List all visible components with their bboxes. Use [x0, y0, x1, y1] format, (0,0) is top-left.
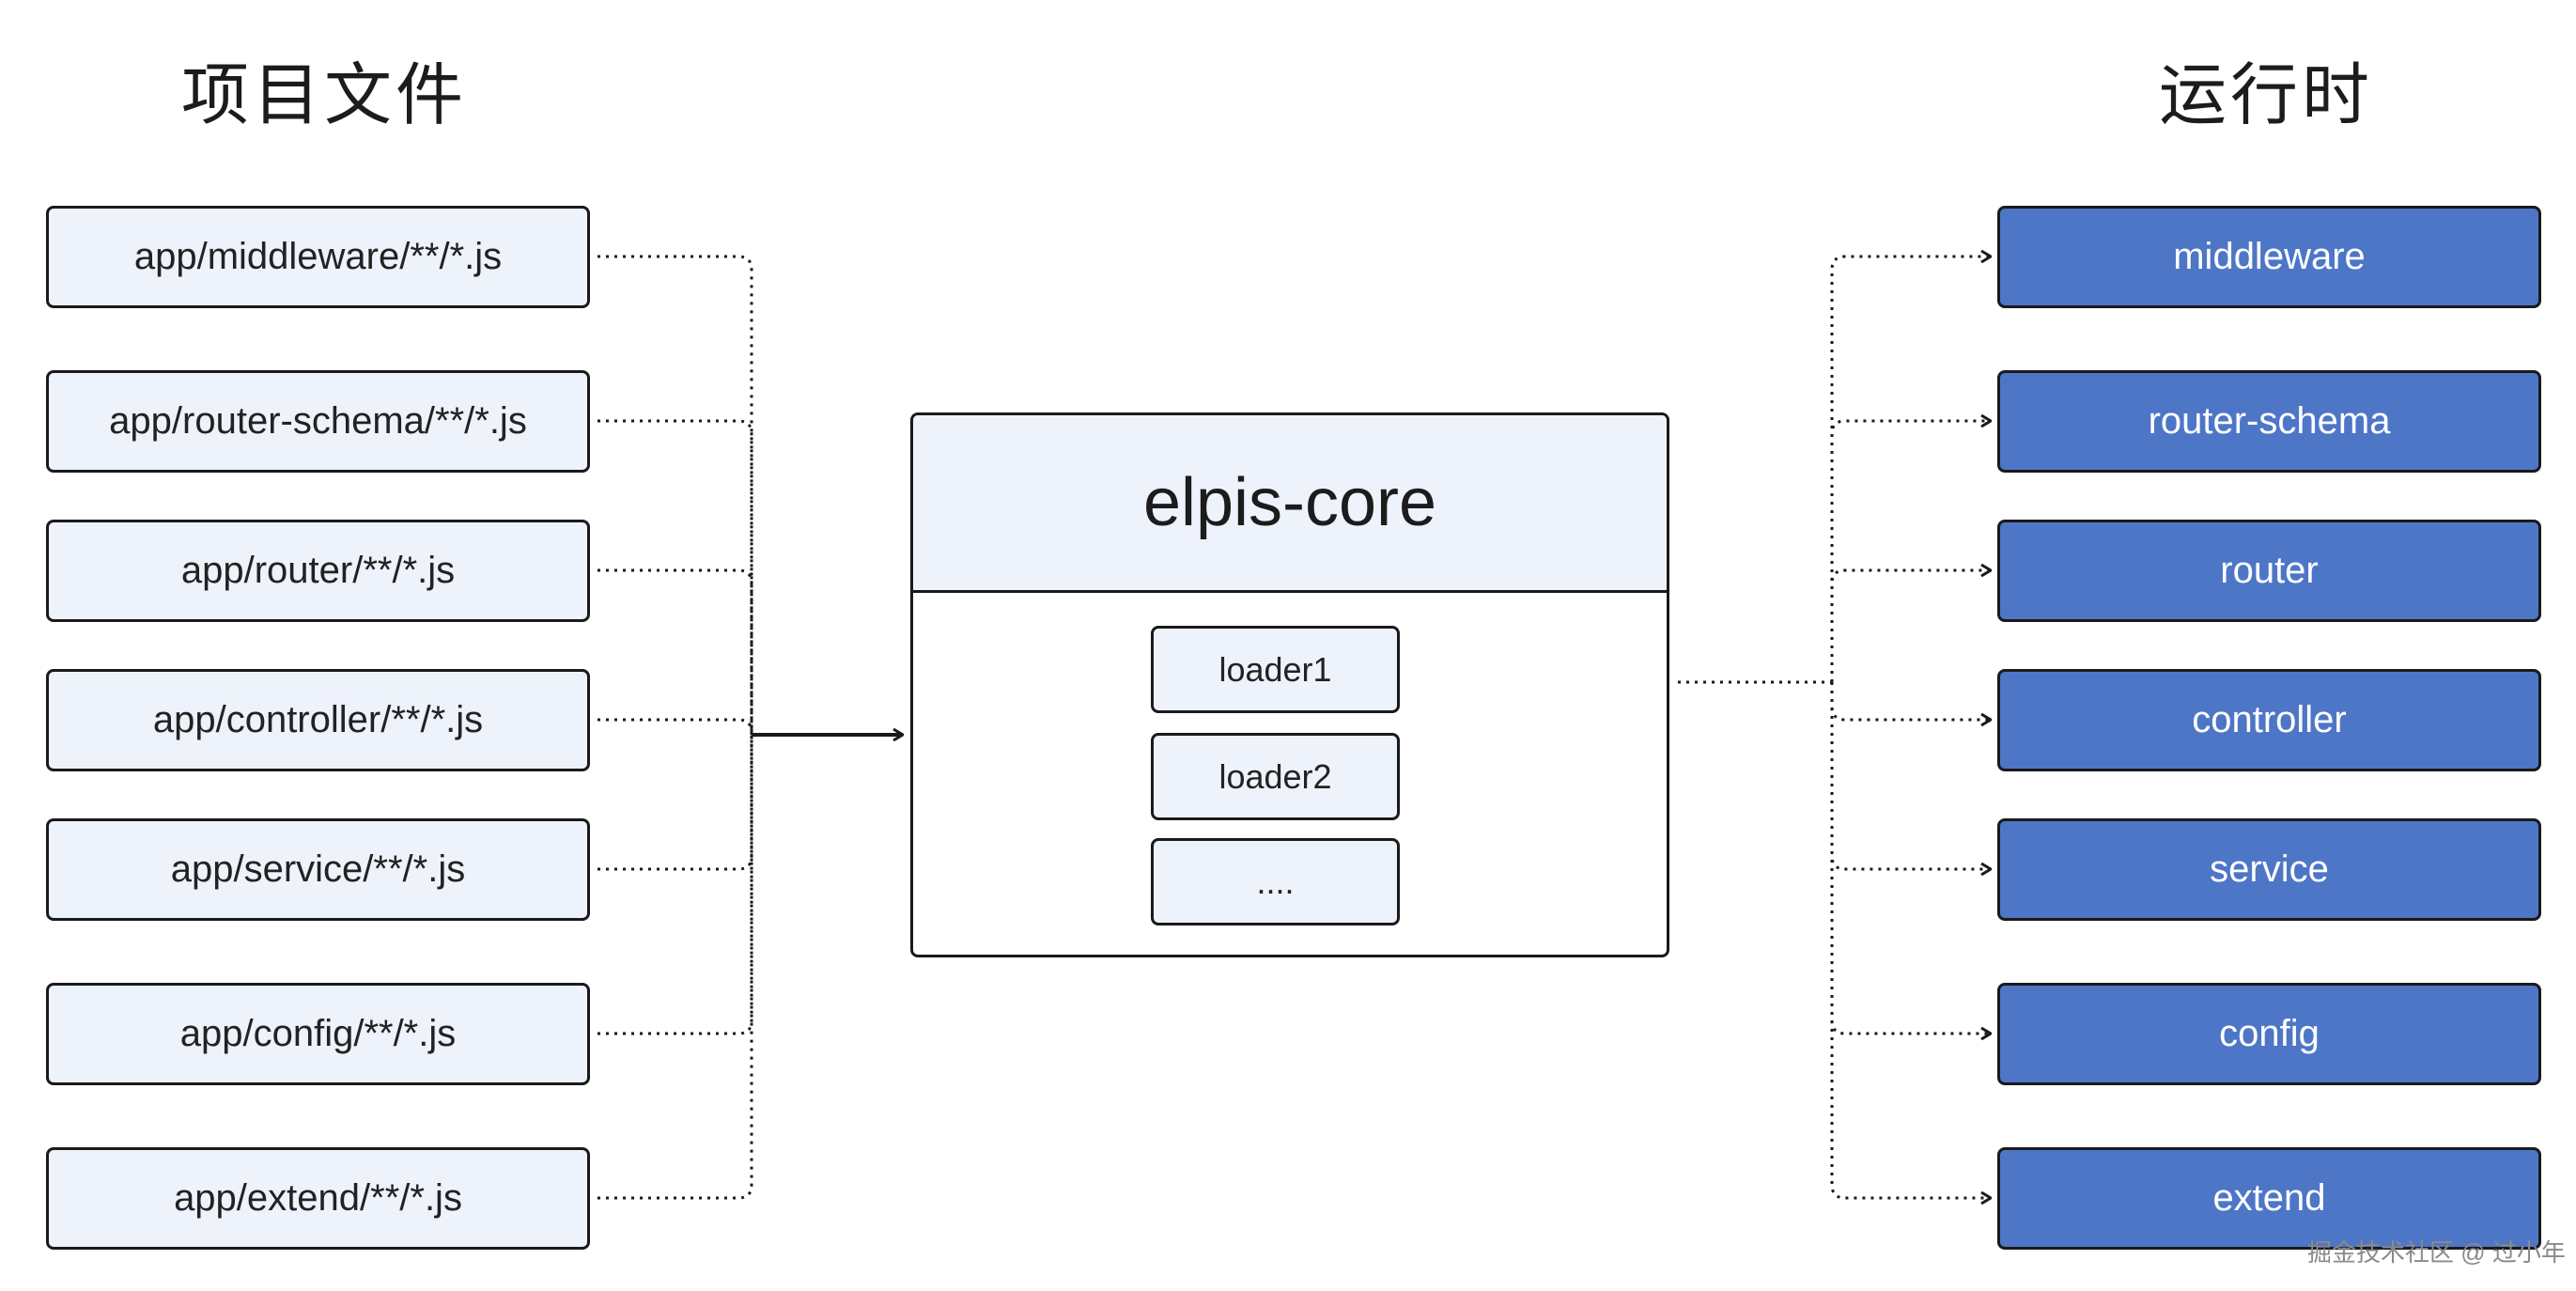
- runtime-service: service: [1997, 818, 2541, 921]
- runtime-connector: [1830, 682, 1990, 1198]
- watermark: 掘金技术社区 @ 过小年: [2307, 1238, 2566, 1267]
- runtime-router-schema: router-schema: [1997, 370, 2541, 473]
- loader-box-more: ....: [1151, 838, 1400, 925]
- elpis-core-box: elpis-core loader1 loader2 ....: [910, 412, 1669, 957]
- runtime-config: config: [1997, 983, 2541, 1085]
- source-file-config: app/config/**/*.js: [46, 983, 590, 1085]
- runtime-connector: [1830, 257, 1990, 682]
- elpis-core-title: elpis-core: [913, 415, 1667, 593]
- runtime-connector: [1830, 682, 1990, 720]
- source-connector: [597, 255, 753, 735]
- loader-box-1: loader1: [1151, 626, 1400, 713]
- source-connector: [597, 419, 753, 735]
- source-connector: [597, 568, 753, 735]
- runtime-middleware: middleware: [1997, 206, 2541, 308]
- source-connector: [597, 735, 753, 1035]
- runtime-connector: [1830, 421, 1990, 682]
- source-connector: [597, 735, 753, 1200]
- loader-box-2: loader2: [1151, 733, 1400, 820]
- source-file-service: app/service/**/*.js: [46, 818, 590, 921]
- source-connector: [597, 735, 753, 871]
- source-file-extend: app/extend/**/*.js: [46, 1147, 590, 1250]
- runtime-connector: [1830, 570, 1990, 682]
- source-file-controller: app/controller/**/*.js: [46, 669, 590, 771]
- project-files-heading: 项目文件: [181, 58, 468, 133]
- runtime-router: router: [1997, 520, 2541, 622]
- runtime-connector: [1830, 682, 1990, 869]
- source-connector: [597, 718, 753, 735]
- runtime-connector: [1830, 682, 1990, 1034]
- source-file-middleware: app/middleware/**/*.js: [46, 206, 590, 308]
- source-file-router-schema: app/router-schema/**/*.js: [46, 370, 590, 473]
- runtime-heading: 运行时: [2159, 58, 2374, 133]
- runtime-controller: controller: [1997, 669, 2541, 771]
- source-file-router: app/router/**/*.js: [46, 520, 590, 622]
- runtime-extend: extend: [1997, 1147, 2541, 1250]
